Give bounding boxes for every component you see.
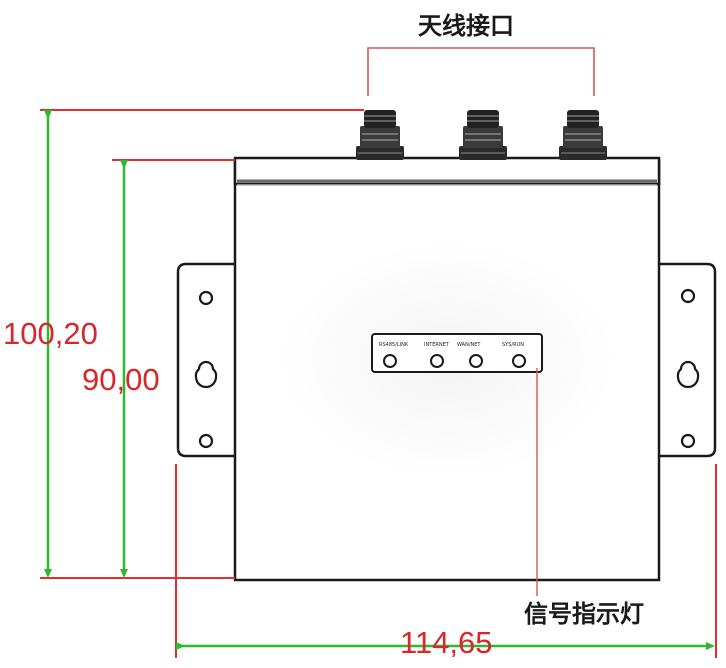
antenna-callout-bracket	[367, 47, 595, 96]
antenna-ports-label: 天线接口	[418, 12, 514, 40]
led-label: SYS/RUN	[502, 342, 524, 348]
led-indicator	[430, 354, 444, 368]
right-upper-screw-hole	[680, 288, 696, 304]
left-lower-screw-hole	[198, 433, 214, 449]
antenna-connector-1	[356, 110, 404, 160]
left-keyhole-slot	[194, 360, 218, 389]
led-label: INTERNET	[424, 342, 450, 348]
total-width-value: 114,65	[400, 625, 493, 660]
right-keyhole-slot	[676, 360, 700, 389]
antenna-connector-2	[459, 110, 507, 160]
led-indicator	[469, 354, 483, 368]
right-mounting-bracket	[659, 262, 717, 458]
led-label: WAN/NET	[457, 342, 481, 348]
signal-lights-label: 信号指示灯	[524, 600, 644, 628]
led-indicator	[512, 354, 526, 368]
antenna-connector-3	[559, 110, 607, 160]
led-indicator-panel: RS485/LINK INTERNET WAN/NET SYS/RUN	[371, 333, 543, 373]
led-label: RS485/LINK	[379, 342, 409, 348]
body-height-value: 90,00	[82, 362, 160, 397]
left-mounting-bracket	[176, 262, 236, 458]
left-upper-screw-hole	[198, 290, 214, 306]
led-indicator	[383, 354, 397, 368]
right-lower-screw-hole	[680, 433, 696, 449]
extension-lines	[40, 109, 717, 658]
total-height-value: 100,20	[3, 316, 98, 351]
